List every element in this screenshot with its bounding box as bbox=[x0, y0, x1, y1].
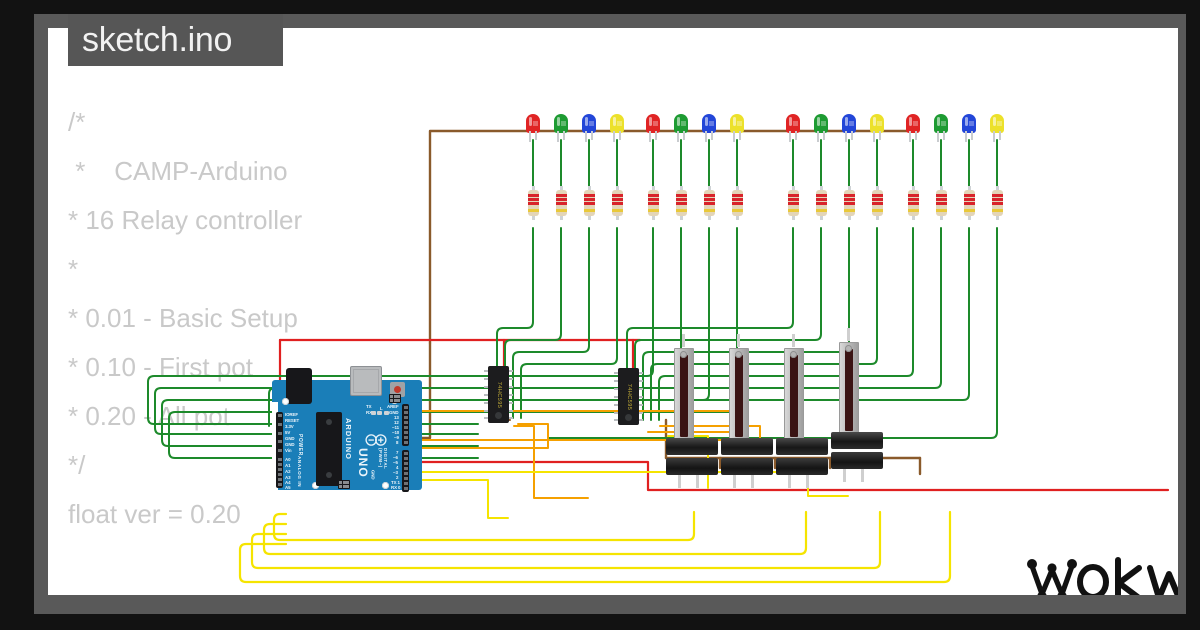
pot-leg bbox=[788, 475, 791, 488]
pin-label-tx1: TX 1 bbox=[391, 480, 400, 485]
code-watermark: /* * CAMP-Arduino * 16 Relay controller … bbox=[68, 107, 303, 529]
analog-header[interactable] bbox=[276, 456, 283, 488]
pot-leg bbox=[696, 475, 699, 488]
pot-slot bbox=[680, 355, 688, 437]
file-tab-label: sketch.ino bbox=[82, 21, 233, 59]
ic-orientation-dot bbox=[495, 412, 502, 419]
analog-group-label: ANALOG IN bbox=[297, 456, 302, 488]
shift-register-2-label: 74HC595 bbox=[625, 383, 632, 410]
pot-knob[interactable] bbox=[776, 438, 828, 455]
pin-label-d3: ~3 bbox=[393, 470, 398, 475]
wokwi-logo bbox=[1026, 552, 1178, 595]
pot-knob-lower[interactable] bbox=[666, 458, 718, 475]
digital-header-bottom[interactable] bbox=[402, 450, 409, 492]
pot-knob-lower[interactable] bbox=[831, 452, 883, 469]
reset-button[interactable] bbox=[390, 382, 405, 397]
mount-hole bbox=[312, 482, 319, 489]
pin-label-d4: 4 bbox=[396, 465, 399, 470]
pin-label-d13: 13 bbox=[394, 415, 399, 420]
digital-header-top[interactable] bbox=[402, 404, 409, 446]
pin-label-d8: 8 bbox=[396, 440, 399, 445]
silk-uno: UNO bbox=[356, 448, 370, 478]
pin-label-d9: ~9 bbox=[394, 435, 399, 440]
shift-register-1-label: 74HC595 bbox=[495, 381, 502, 408]
pot-screw-top bbox=[790, 351, 797, 358]
pot-leg bbox=[751, 475, 754, 488]
ic-orientation-dot bbox=[625, 414, 632, 421]
pot-screw-top bbox=[680, 351, 687, 358]
pot-slot bbox=[790, 355, 798, 437]
digital-group-label: DIGITAL (PWM~) bbox=[378, 448, 388, 470]
pin-label-d5: ~5 bbox=[393, 460, 398, 465]
pin-label-rx0: RX 0 bbox=[391, 485, 401, 490]
pin-label-5v: 5V bbox=[285, 430, 291, 435]
pot-knob[interactable] bbox=[666, 438, 718, 455]
pin-label-3v3: 3.3V bbox=[285, 424, 294, 429]
pin-label-a3: A3 bbox=[285, 475, 291, 480]
pot-slot bbox=[845, 349, 853, 431]
pin-label-gnd-d: GND bbox=[389, 410, 399, 415]
indicator-label-l: L bbox=[380, 406, 383, 411]
silk-gnd: GND bbox=[370, 469, 376, 480]
atmega-chip bbox=[316, 412, 342, 486]
pot-knob-lower[interactable] bbox=[776, 458, 828, 475]
pot-leg bbox=[861, 469, 864, 482]
shift-register-1[interactable]: 74HC595 bbox=[484, 366, 513, 423]
pin-label-a0: A0 bbox=[285, 457, 291, 462]
pot-leg bbox=[682, 334, 685, 347]
pin-label-d2: 2 bbox=[396, 475, 399, 480]
pot-knob[interactable] bbox=[831, 432, 883, 449]
indicator-label-rx: RX bbox=[366, 410, 372, 415]
pin-label-gnd-2: GND bbox=[285, 442, 295, 447]
rx-led bbox=[377, 411, 382, 415]
pin-label-d10: ~10 bbox=[392, 430, 400, 435]
pot-slot bbox=[735, 355, 743, 437]
tx-led bbox=[371, 411, 376, 415]
silk-arduino: ARDUINO bbox=[344, 418, 353, 460]
wokwi-logo-mark bbox=[1027, 557, 1178, 595]
pot-leg bbox=[733, 475, 736, 488]
pot-leg bbox=[847, 328, 850, 341]
pot-screw-top bbox=[845, 345, 852, 352]
pin-label-aref: AREF bbox=[387, 404, 399, 409]
usb-port bbox=[350, 366, 382, 396]
pin-label-a4: A4 bbox=[285, 480, 291, 485]
mount-hole bbox=[282, 398, 289, 405]
shift-register-2[interactable]: 74HC595 bbox=[614, 368, 643, 425]
file-tab[interactable]: sketch.ino bbox=[68, 14, 283, 66]
pin-label-a2: A2 bbox=[285, 469, 291, 474]
pin-label-gnd-1: GND bbox=[285, 436, 295, 441]
diagram-canvas[interactable]: /* * CAMP-Arduino * 16 Relay controller … bbox=[48, 28, 1178, 595]
pin-label-vin: Vin bbox=[285, 448, 292, 453]
pot-leg bbox=[792, 334, 795, 347]
pot-leg bbox=[806, 475, 809, 488]
icsp-header[interactable] bbox=[389, 394, 401, 403]
icsp2-header[interactable] bbox=[338, 480, 350, 489]
arduino-uno-board[interactable]: IOREF RESET 3.3V 5V GND GND Vin POWER A0… bbox=[272, 366, 422, 505]
power-led bbox=[384, 411, 389, 415]
pot-leg bbox=[737, 334, 740, 347]
indicator-label-tx: TX bbox=[366, 404, 372, 409]
pin-label-d7: 7 bbox=[396, 450, 399, 455]
pot-leg bbox=[843, 469, 846, 482]
mount-hole bbox=[382, 482, 389, 489]
pin-label-a1: A1 bbox=[285, 463, 291, 468]
wiring-layer bbox=[147, 129, 1170, 584]
board-notch bbox=[272, 402, 278, 490]
pot-leg bbox=[678, 475, 681, 488]
pot-knob-lower[interactable] bbox=[721, 458, 773, 475]
pin-label-ioref: IOREF bbox=[285, 412, 298, 417]
pin-label-reset: RESET bbox=[285, 418, 300, 423]
pot-knob[interactable] bbox=[721, 438, 773, 455]
pot-screw-top bbox=[735, 351, 742, 358]
pin-label-d6: ~6 bbox=[393, 455, 398, 460]
pin-label-d12: 12 bbox=[394, 420, 399, 425]
power-group-label: POWER bbox=[297, 434, 303, 456]
power-jack bbox=[286, 368, 312, 404]
pin-label-a5: A5 bbox=[285, 485, 291, 490]
pin-label-d11: ~11 bbox=[392, 425, 399, 430]
arduino-infinity-logo bbox=[365, 434, 387, 446]
